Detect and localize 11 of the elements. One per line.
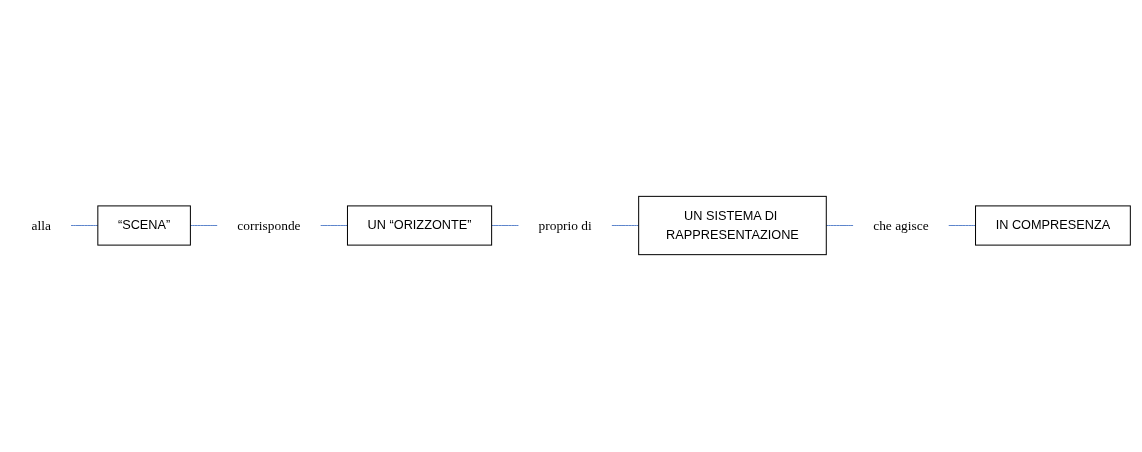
node-box: UN “ORIZZONTE” <box>347 205 493 247</box>
node-text: alla <box>31 218 52 234</box>
node-box: IN COMPRESENZA <box>975 205 1131 247</box>
node-box: UN SISTEMA DI RAPPRESENTAZIONE <box>638 196 827 256</box>
connector <box>320 225 348 227</box>
connector <box>190 225 218 227</box>
node-text: proprio di <box>538 218 592 234</box>
node-box: “SCENA” <box>97 205 191 247</box>
connector <box>491 225 519 227</box>
node-text: che agisce <box>873 218 929 234</box>
node-text: corrisponde <box>237 218 301 234</box>
